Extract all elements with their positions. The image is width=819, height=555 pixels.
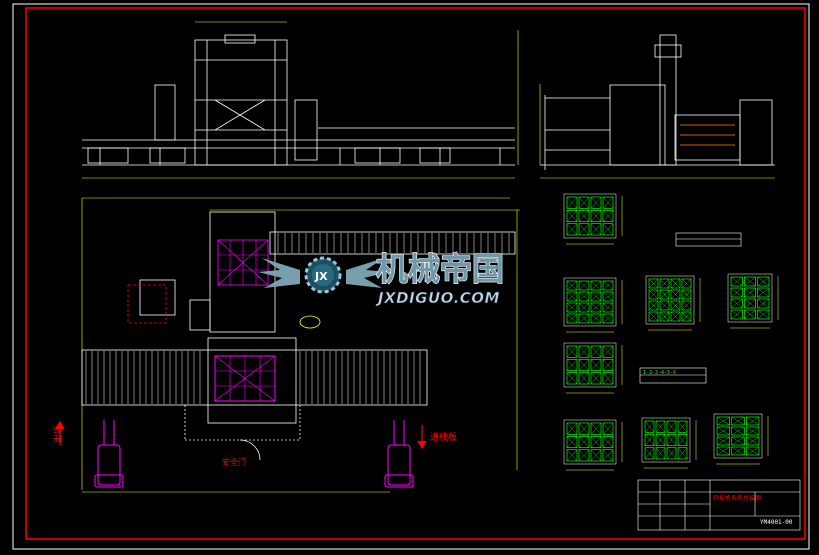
side-elevation-view — [539, 34, 775, 179]
outer-frame — [12, 3, 810, 550]
pallet-pattern-grid — [563, 419, 623, 471]
logo-text: JX — [314, 270, 328, 283]
logo-wing-icon — [258, 258, 388, 288]
pallet-pattern-grid — [641, 417, 697, 469]
drawing-title: 码垛机系统总装图 — [713, 494, 761, 502]
logo-gear-icon — [304, 256, 342, 294]
pallet-pattern-grid — [727, 273, 779, 329]
entry-label: 进栈板 — [430, 431, 457, 443]
drawing-number: YM4001-00 — [760, 519, 793, 526]
pallet-pattern-grid — [563, 277, 623, 333]
pallet-patterns — [563, 193, 779, 471]
front-elevation-view — [82, 21, 519, 179]
pattern-table: 1-2-3-4-5-6 — [639, 232, 742, 384]
pallet-pattern-grid — [645, 275, 701, 331]
door-label: 安全门 — [222, 457, 246, 467]
pattern-table-label: 1-2-3-4-5-6 — [643, 370, 676, 376]
pallet-pattern-grid — [713, 413, 769, 465]
plan-view — [55, 197, 520, 493]
pallet-pattern-grid — [563, 193, 623, 245]
title-block — [637, 479, 801, 531]
watermark-logo: JX 机械帝国 JXDIGUO.COM — [258, 249, 505, 307]
exit-label: 出垛 — [52, 425, 64, 443]
watermark-name-en: JXDIGUO.COM — [375, 289, 500, 307]
inner-frame — [25, 7, 806, 540]
pallet-pattern-grid — [563, 342, 623, 394]
watermark-name-cn: 机械帝国 — [376, 250, 504, 288]
